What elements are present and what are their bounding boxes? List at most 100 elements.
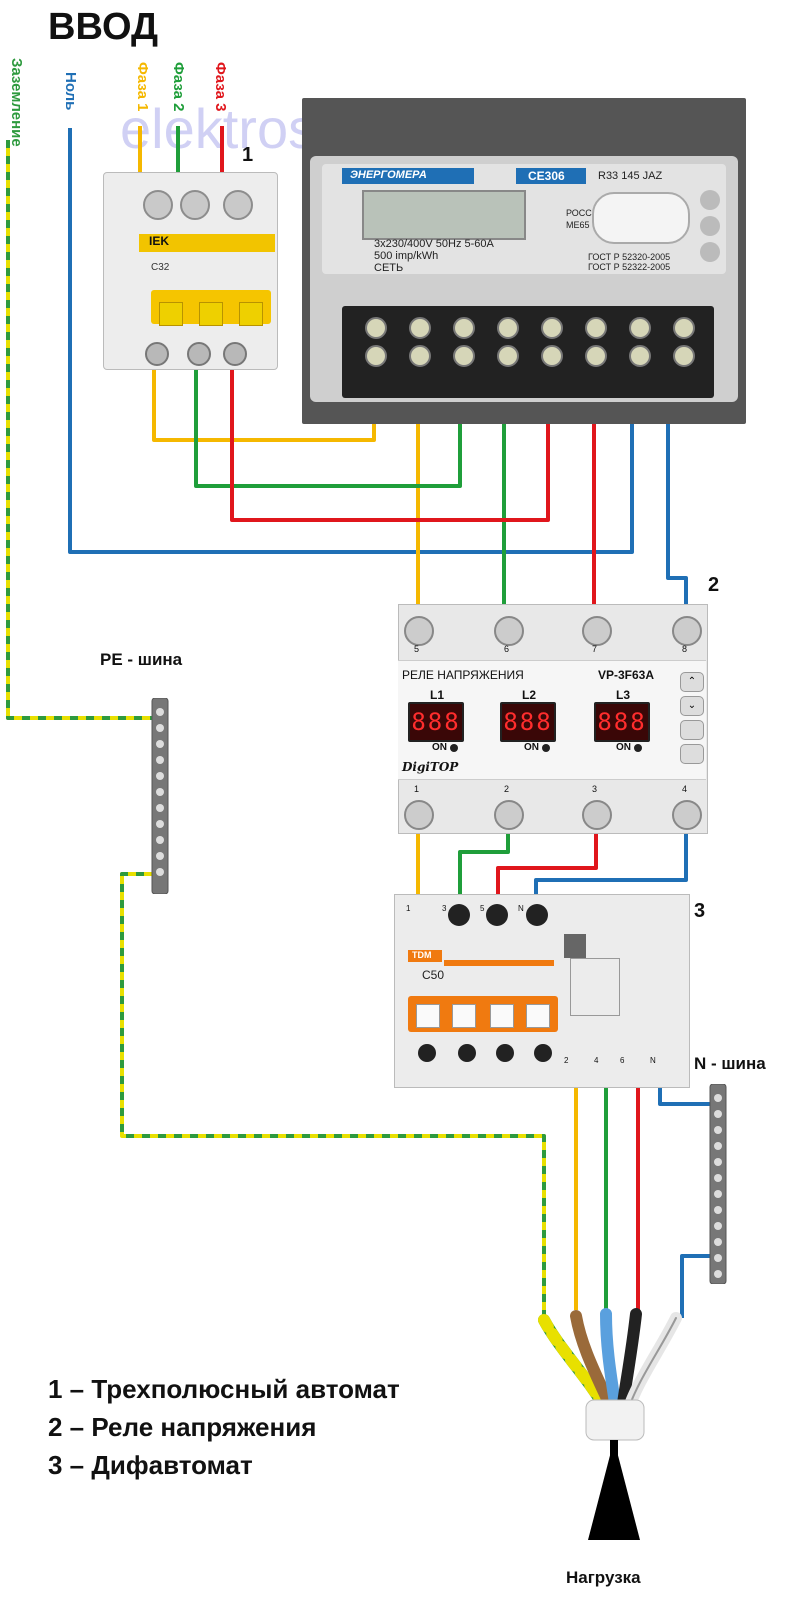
- relay-screw-icon: [582, 616, 612, 646]
- breaker-screw-icon: [223, 342, 247, 366]
- meter-code: R33 145 JAZ: [598, 170, 663, 182]
- phase3-label: Фаза 3: [212, 62, 229, 112]
- rcbo-screw-icon: [448, 904, 470, 926]
- relay-test-button[interactable]: [680, 744, 704, 764]
- n-bus-bar: [709, 1084, 727, 1284]
- relay-title: РЕЛЕ НАПРЯЖЕНИЯ: [402, 668, 524, 682]
- rcbo-terminal-top-1: 1: [406, 904, 411, 913]
- arrow-down-icon: [588, 1440, 640, 1540]
- rcbo-brand-badge: [408, 950, 442, 962]
- legend-item-breaker: 1 – Трехполюсный автомат: [48, 1374, 400, 1404]
- meter-country: РОССИЯ: [566, 208, 605, 218]
- breaker-number: 1: [242, 144, 254, 166]
- relay-screw-icon: [494, 800, 524, 830]
- meter-gost1: ГОСТ Р 52320-2005: [588, 252, 671, 262]
- breaker-model: C32: [151, 262, 170, 273]
- breaker-label-strip: [139, 234, 275, 252]
- relay-terminal-bottom-3: 3: [592, 784, 598, 794]
- relay-brand: DigiTOP: [402, 760, 459, 774]
- relay-up-button[interactable]: ⌃: [680, 672, 704, 692]
- rcbo-terminal-bottom-n: N: [650, 1056, 656, 1065]
- rcbo-test-button[interactable]: [564, 934, 586, 958]
- relay-l3-label: L3: [616, 688, 631, 702]
- relay-terminal-top-7: 7: [592, 644, 598, 654]
- relay-on-label: ON: [524, 742, 539, 753]
- rcbo-toggle[interactable]: [452, 1004, 476, 1028]
- breaker-screw-icon: [187, 342, 211, 366]
- breaker-screw-icon: [223, 190, 253, 220]
- voltage-relay: 5 6 7 8 РЕЛЕ НАПРЯЖЕНИЯ VP-3F63A L1 L2 L…: [398, 604, 708, 834]
- rcbo-diff-breaker: 1 3 5 N TDM C50 2 4 6 N: [394, 894, 690, 1088]
- rcbo-number: 3: [694, 900, 706, 922]
- breaker-brand: IEK: [149, 234, 170, 248]
- rcbo-terminal-bottom-2: 2: [564, 1056, 569, 1065]
- relay-screw-icon: [672, 616, 702, 646]
- relay-terminal-top-5: 5: [414, 644, 420, 654]
- relay-down-button[interactable]: ⌄: [680, 696, 704, 716]
- meter-terminal-block: [342, 306, 714, 398]
- rcbo-terminal-top-n: N: [518, 904, 524, 913]
- meter-model: CE306: [528, 169, 565, 183]
- meter-lcd: [362, 190, 526, 240]
- neutral-label: Ноль: [62, 72, 79, 111]
- relay-led-icon: [542, 744, 550, 752]
- relay-set-button[interactable]: [680, 720, 704, 740]
- breaker-screw-icon: [145, 342, 169, 366]
- relay-on-label: ON: [616, 742, 631, 753]
- rcbo-terminal-bottom-4: 4: [594, 1056, 599, 1065]
- page-title: ВВОД: [48, 6, 159, 48]
- legend-item-rcbo: 3 – Дифавтомат: [48, 1450, 253, 1480]
- relay-model: VP-3F63A: [598, 668, 655, 682]
- rcbo-screw-icon: [458, 1044, 476, 1062]
- relay-l2-label: L2: [522, 688, 537, 702]
- ground-label: Заземление: [8, 58, 25, 147]
- rcbo-screw-icon: [418, 1044, 436, 1062]
- relay-screw-icon: [672, 800, 702, 830]
- rcbo-screw-icon: [486, 904, 508, 926]
- meter-gost2: ГОСТ Р 52322-2005: [588, 262, 671, 272]
- electricity-meter: ЭНЕРГОМЕРА CE306 R33 145 JAZ РОССИЯ МЕ65…: [302, 98, 746, 424]
- rcbo-terminal-bottom-6: 6: [620, 1056, 625, 1065]
- rcbo-screw-icon: [526, 904, 548, 926]
- rcbo-toggle[interactable]: [490, 1004, 514, 1028]
- breaker-toggle[interactable]: [159, 302, 183, 326]
- rcbo-model: C50: [422, 968, 445, 982]
- relay-screw-icon: [404, 616, 434, 646]
- meter-imp: 500 imp/kWh: [374, 250, 439, 262]
- legend: 1 – Трехполюсный автомат 2 – Реле напряж…: [48, 1370, 400, 1484]
- relay-terminal-bottom-2: 2: [504, 784, 510, 794]
- relay-terminal-top-6: 6: [504, 644, 510, 654]
- ground-wire: [6, 140, 546, 1318]
- phase2-wire: [176, 126, 608, 1310]
- three-pole-breaker: IEK C32: [103, 172, 278, 370]
- meter-net: СЕТЬ: [374, 262, 404, 274]
- breaker-toggle[interactable]: [199, 302, 223, 326]
- meter-mark: МЕ65: [566, 220, 590, 230]
- breaker-screw-icon: [143, 190, 173, 220]
- meter-optical-port: [592, 192, 690, 244]
- breaker-toggle[interactable]: [239, 302, 263, 326]
- relay-terminal-bottom-4: 4: [682, 784, 688, 794]
- relay-on-label: ON: [432, 742, 447, 753]
- phase1-label: Фаза 1: [134, 62, 151, 112]
- relay-number: 2: [708, 574, 720, 596]
- meter-button[interactable]: [700, 216, 720, 236]
- rcbo-schematic: [570, 958, 620, 1016]
- meter-rating: 3x230/400V 50Hz 5-60A: [374, 238, 494, 250]
- relay-screw-icon: [404, 800, 434, 830]
- relay-l1-label: L1: [430, 688, 445, 702]
- cable-sheath: [585, 1399, 645, 1441]
- relay-display-l3: 888: [594, 702, 650, 742]
- rcbo-toggle[interactable]: [526, 1004, 550, 1028]
- meter-button[interactable]: [700, 190, 720, 210]
- rcbo-screw-icon: [496, 1044, 514, 1062]
- relay-screw-icon: [494, 616, 524, 646]
- rcbo-brand: TDM: [412, 950, 432, 960]
- rcbo-label-strip: [444, 960, 554, 966]
- load-label: Нагрузка: [566, 1568, 641, 1587]
- relay-terminal-bottom-1: 1: [414, 784, 420, 794]
- meter-button[interactable]: [700, 242, 720, 262]
- rcbo-toggle[interactable]: [416, 1004, 440, 1028]
- pe-bus-bar: [151, 698, 169, 894]
